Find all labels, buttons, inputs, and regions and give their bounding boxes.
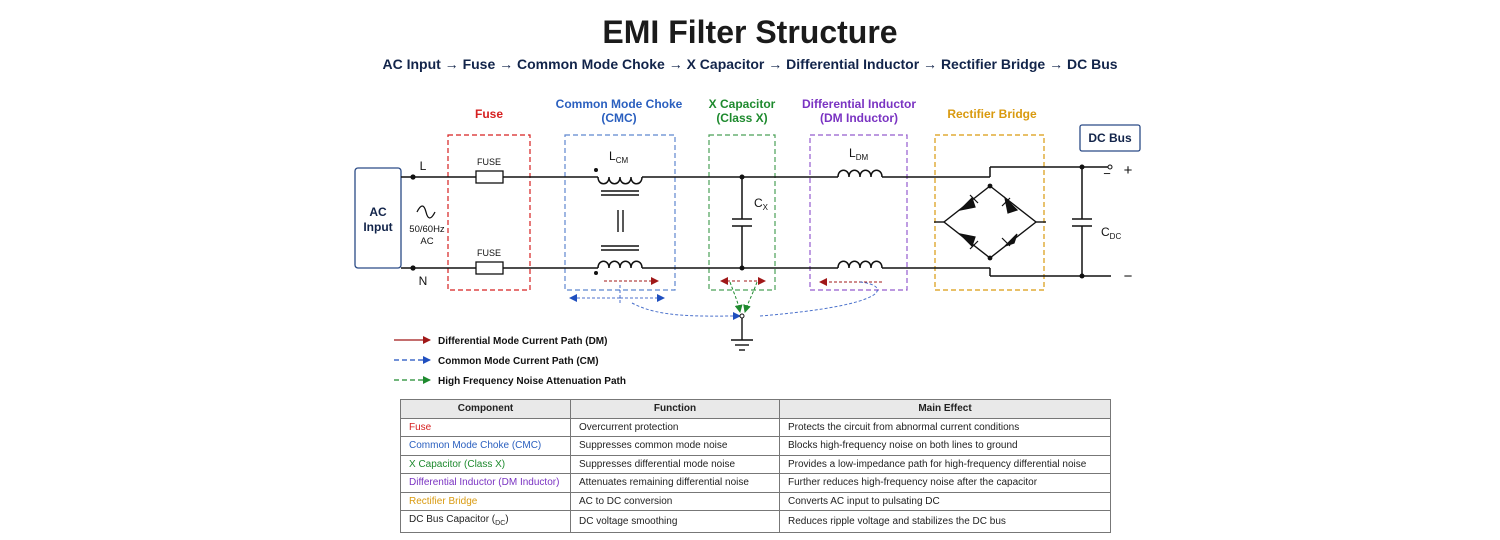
- dm-inductor-bottom: [837, 260, 883, 269]
- function-cell: Suppresses differential mode noise: [570, 454, 780, 474]
- rectifier-bridge-symbol: [942, 185, 1038, 259]
- lcm-label: LCM: [609, 149, 628, 165]
- cmc-bottom-winding: [597, 260, 643, 269]
- table-row: Differential Inductor (DM Inductor) Atte…: [400, 473, 1111, 493]
- component-cell: Differential Inductor (DM Inductor): [400, 473, 571, 493]
- xcap-stage-label-line2: (Class X): [716, 111, 767, 125]
- sine-wave-icon: [416, 205, 436, 219]
- dm-inductor-top: [837, 169, 883, 178]
- dc-cap-bottom-node: [1079, 273, 1085, 279]
- bridge-top-node: [987, 183, 993, 189]
- fuse-stage-box: [447, 134, 531, 291]
- dc-bus-minus-mark: −: [1103, 166, 1111, 181]
- header-function: Function: [570, 399, 780, 419]
- ac-frequency-label-line2: AC: [420, 236, 433, 247]
- fuse-bottom-symbol: [475, 261, 504, 275]
- component-cell: X Capacitor (Class X): [400, 454, 571, 474]
- neutral-terminal-label: N: [419, 274, 428, 288]
- rectifier-stage-box: [934, 134, 1045, 291]
- ac-frequency-label-line1: 50/60Hz: [409, 224, 445, 235]
- effect-cell: Blocks high-frequency noise on both line…: [779, 436, 1111, 456]
- cmc-top-winding: [597, 176, 643, 185]
- fuse-bottom-label: FUSE: [477, 248, 501, 258]
- signal-chain-subtitle: AC Input → Fuse → Common Mode Choke → X …: [382, 56, 1118, 72]
- ldm-label: LDM: [849, 146, 868, 162]
- dm-path-arrows: [604, 277, 882, 286]
- line-conductor: [401, 166, 1111, 178]
- function-cell: AC to DC conversion: [570, 491, 780, 511]
- dc-bus-label: DC Bus: [1088, 131, 1132, 145]
- cx-label: CX: [754, 196, 769, 212]
- dc-minus-label: −: [1124, 268, 1133, 285]
- effect-cell: Converts AC input to pulsating DC: [779, 491, 1111, 511]
- rectifier-stage-label: Rectifier Bridge: [947, 107, 1037, 121]
- legend-cm-label: Common Mode Current Path (CM): [438, 356, 599, 367]
- emi-filter-schematic: Fuse Common Mode Choke (CMC) X Capacitor…: [354, 97, 1141, 387]
- table-row: Common Mode Choke (CMC) Suppresses commo…: [400, 436, 1111, 456]
- table-row: DC Bus Capacitor (DC) DC voltage smoothi…: [400, 510, 1111, 533]
- cdc-label: CDC: [1101, 225, 1121, 241]
- cmc-top-polarity-dot: [594, 168, 598, 172]
- effect-cell: Provides a low-impedance path for high-f…: [779, 454, 1111, 474]
- table-header-row: Component Function Main Effect: [400, 399, 1111, 419]
- hf-path-arrows: [729, 281, 758, 313]
- ground-icon: [731, 318, 753, 351]
- function-cell: Overcurrent protection: [570, 417, 780, 437]
- dc-cap-top-node: [1079, 164, 1085, 170]
- dc-plus-label: +: [1124, 162, 1133, 179]
- line-terminal-dot: [410, 174, 416, 180]
- ac-input-label-line2: Input: [363, 220, 392, 234]
- dc-bus-capacitor-symbol: [1072, 167, 1092, 276]
- table-row: Fuse Overcurrent protection Protects the…: [400, 417, 1111, 437]
- cmc-bottom-polarity-dot: [594, 271, 598, 275]
- x-cap-top-node: [739, 174, 745, 180]
- neutral-conductor: [401, 267, 1111, 277]
- dm-stage-label-line1: Differential Inductor: [802, 97, 916, 111]
- dc-bus-box: [1079, 124, 1141, 152]
- component-cell: Common Mode Choke (CMC): [400, 436, 571, 456]
- table-row: X Capacitor (Class X) Suppresses differe…: [400, 454, 1111, 474]
- cm-path-arrows: [569, 281, 878, 321]
- neutral-terminal-dot: [410, 265, 416, 271]
- legend-cm: Common Mode Current Path (CM): [394, 356, 599, 367]
- legend-dm-label: Differential Mode Current Path (DM): [438, 336, 607, 347]
- cmc-stage-label-line2: (CMC): [601, 111, 636, 125]
- header-component: Component: [400, 399, 571, 419]
- dm-stage-box: [809, 134, 908, 291]
- xcap-stage-label-line1: X Capacitor: [709, 97, 776, 111]
- ac-input-box: [354, 167, 402, 269]
- effect-cell: Further reduces high-frequency noise aft…: [779, 473, 1111, 493]
- page-title: EMI Filter Structure: [602, 14, 898, 50]
- fuse-top-symbol: [475, 170, 504, 184]
- fuse-stage-label: Fuse: [475, 107, 503, 121]
- function-cell: Attenuates remaining differential noise: [570, 473, 780, 493]
- effect-cell: Protects the circuit from abnormal curre…: [779, 417, 1111, 437]
- cmc-stage-label-line1: Common Mode Choke: [556, 97, 683, 111]
- cmc-core: [601, 190, 639, 251]
- ground-node: [739, 313, 745, 319]
- legend-hf: High Frequency Noise Attenuation Path: [394, 376, 626, 387]
- line-terminal-label: L: [420, 159, 427, 173]
- x-capacitor-symbol: [732, 177, 752, 268]
- legend-dm: Differential Mode Current Path (DM): [394, 336, 607, 347]
- component-table: Component Function Main Effect Fuse Over…: [400, 399, 1111, 533]
- effect-cell: Reduces ripple voltage and stabilizes th…: [779, 510, 1111, 533]
- table-row: Rectifier Bridge AC to DC conversion Con…: [400, 491, 1111, 511]
- xcap-stage-box: [708, 134, 776, 291]
- legend-hf-label: High Frequency Noise Attenuation Path: [438, 376, 626, 387]
- component-cell: Rectifier Bridge: [400, 491, 571, 511]
- dc-bus-terminal: [1107, 164, 1113, 170]
- dm-stage-label-line2: (DM Inductor): [820, 111, 898, 125]
- component-cell: Fuse: [400, 417, 571, 437]
- header-main-effect: Main Effect: [779, 399, 1111, 419]
- fuse-top-label: FUSE: [477, 157, 501, 167]
- x-cap-bottom-node: [739, 265, 745, 271]
- function-cell: DC voltage smoothing: [570, 510, 780, 533]
- function-cell: Suppresses common mode noise: [570, 436, 780, 456]
- bridge-bottom-node: [987, 255, 993, 261]
- component-cell: DC Bus Capacitor (DC): [400, 510, 571, 533]
- bridge-diodes: [958, 194, 1019, 250]
- ac-input-label-line1: AC: [369, 205, 387, 219]
